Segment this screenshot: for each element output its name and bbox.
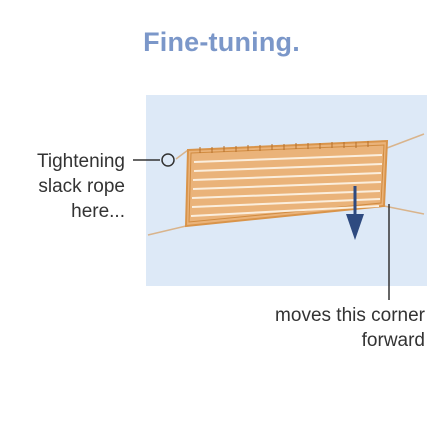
page-title: Fine-tuning. (143, 27, 300, 57)
callout-left-line-2: slack rope (38, 176, 125, 197)
callout-left: Tightening slack rope here... (37, 149, 125, 224)
rope-left-slack (175, 149, 189, 160)
raft-planks (190, 154, 383, 217)
raft-lashings (199, 141, 369, 153)
callout-left-line-1: Tightening (36, 151, 125, 172)
callout-left-line-3: here... (71, 201, 125, 222)
rope-bottom-right (383, 205, 425, 215)
rope-bottom-left (147, 225, 187, 236)
ring-icon (161, 153, 175, 167)
rope-top-right (386, 133, 425, 149)
callout-bottom-line-1: moves this corner (275, 305, 425, 326)
callout-bottom-line-2: forward (361, 330, 425, 351)
arrow-down-icon (346, 214, 364, 240)
callout-bottom: moves this corner forward (275, 303, 425, 353)
